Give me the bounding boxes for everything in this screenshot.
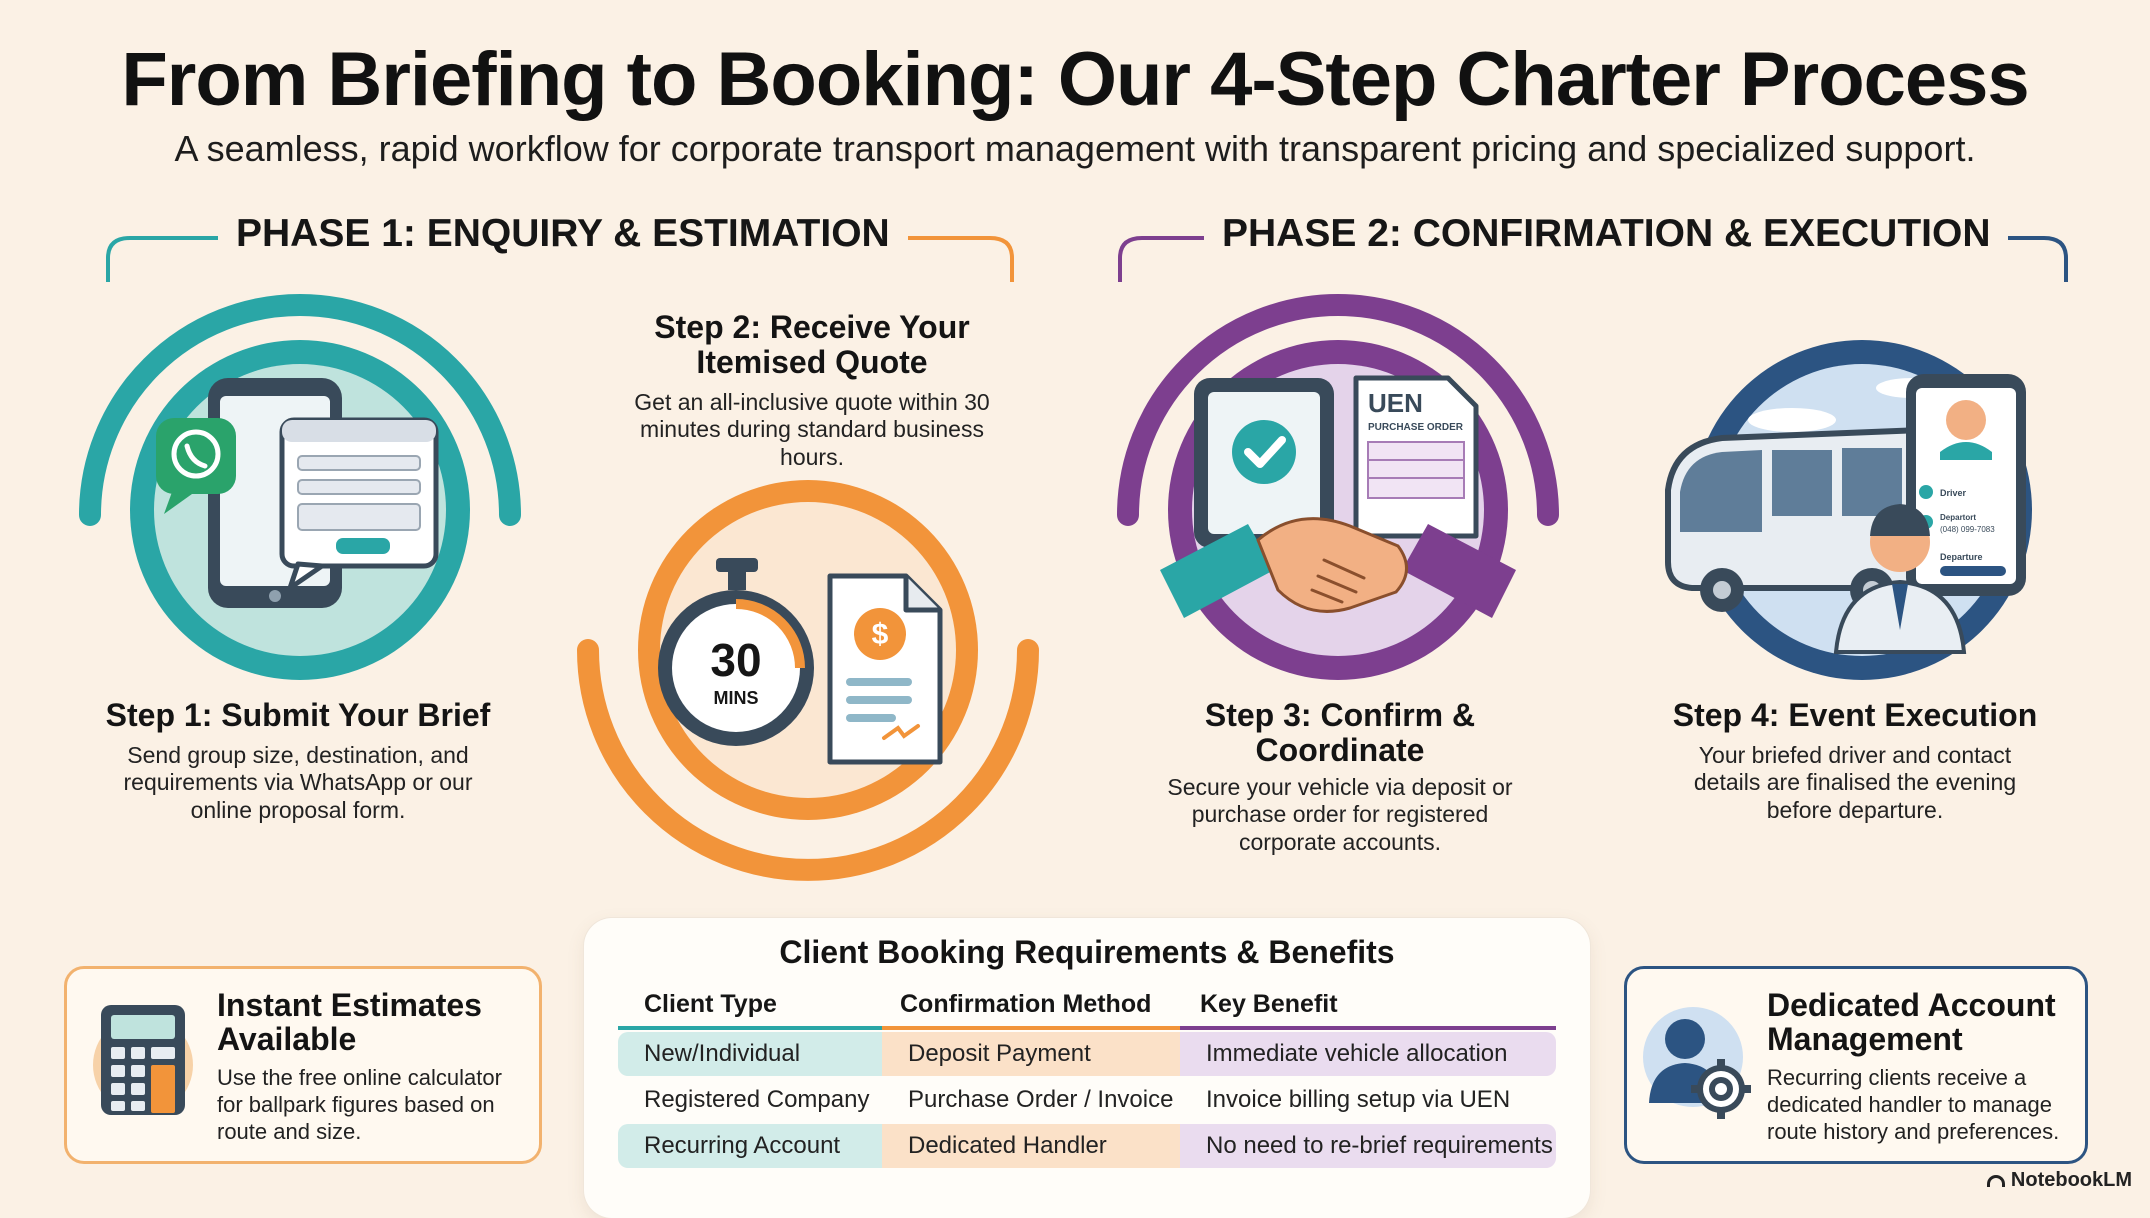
phone-chat-icon — [79, 294, 521, 680]
phase-2-label: PHASE 2: CONFIRMATION & EXECUTION — [1204, 212, 2009, 256]
table-cell: Purchase Order / Invoice — [908, 1086, 1174, 1113]
instant-estimates-title: Instant Estimates Available — [217, 987, 482, 1057]
brand-footer: NotebookLM — [1986, 1169, 2132, 1192]
step-4-title: Step 4: Event Execution — [1672, 697, 2038, 733]
page-title: From Briefing to Booking: Our 4-Step Cha… — [121, 37, 2029, 122]
table-cell: Immediate vehicle allocation — [1180, 1032, 1556, 1076]
column-rule-method — [882, 1026, 1180, 1030]
step-3-title: Step 3: Confirm & Coordinate — [1204, 697, 1476, 768]
calculator-icon — [93, 1005, 193, 1115]
account-management-card: Dedicated Account Management Recurring c… — [1624, 966, 2088, 1164]
table-cell: New/Individual — [618, 1032, 882, 1076]
instant-estimates-card: Instant Estimates Available Use the free… — [64, 966, 542, 1164]
phase-1-label: PHASE 1: ENQUIRY & ESTIMATION — [218, 212, 908, 256]
table-cell: Deposit Payment — [882, 1032, 1180, 1076]
account-management-title: Dedicated Account Management — [1767, 987, 2056, 1057]
table-cell: Registered Company — [644, 1086, 870, 1113]
instant-estimates-text: Use the free online calculator for ballp… — [217, 1065, 502, 1144]
page-subtitle: A seamless, rapid workflow for corporate… — [174, 128, 1976, 169]
phone-line-4: Departure — [1940, 552, 1983, 562]
column-rule-client — [618, 1026, 882, 1030]
timer-number: 30 — [710, 634, 761, 686]
requirements-table-card: Client Booking Requirements & Benefits C… — [584, 918, 1590, 1218]
step-3-description: Secure your vehicle via deposit or purch… — [1167, 774, 1513, 855]
requirements-table-title: Client Booking Requirements & Benefits — [779, 934, 1395, 970]
bus-driver-icon: Driver Departort (048) 099-7083 Departur… — [1665, 340, 2032, 680]
step-2-title: Step 2: Receive Your Itemised Quote — [654, 309, 970, 380]
table-cell: No need to re-brief requirements — [1180, 1124, 1556, 1168]
account-management-text: Recurring clients receive a dedicated ha… — [1767, 1065, 2060, 1144]
stopwatch-quote-icon: 30 MINS $ — [577, 480, 1039, 881]
step-1-title: Step 1: Submit Your Brief — [105, 697, 491, 733]
handshake-icon: UEN PURCHASE ORDER — [1117, 294, 1559, 680]
table-cell: Dedicated Handler — [882, 1124, 1180, 1168]
po-doc-heading: UEN — [1368, 388, 1423, 418]
phone-line-1: Driver — [1940, 488, 1967, 498]
column-rule-benefit — [1180, 1026, 1556, 1030]
po-doc-sub: PURCHASE ORDER — [1368, 422, 1464, 433]
brand-label: NotebookLM — [2010, 1169, 2132, 1191]
step-1-description: Send group size, destination, and requir… — [123, 742, 473, 823]
header-key-benefit: Key Benefit — [1200, 990, 1338, 1018]
notebook-icon — [1986, 1174, 2005, 1187]
header-confirmation-method: Confirmation Method — [900, 990, 1152, 1018]
header-client-type: Client Type — [644, 990, 777, 1018]
account-manager-icon — [1643, 1007, 1751, 1119]
phone-line-3: (048) 099-7083 — [1940, 525, 1995, 534]
step-2-description: Get an all-inclusive quote within 30 min… — [634, 389, 990, 470]
phone-line-2: Departort — [1940, 513, 1976, 522]
table-cell: Invoice billing setup via UEN — [1206, 1086, 1511, 1113]
svg-text:$: $ — [872, 618, 889, 651]
table-cell: Recurring Account — [618, 1124, 882, 1168]
step-4-description: Your briefed driver and contact details … — [1693, 742, 2017, 823]
timer-unit: MINS — [714, 688, 759, 708]
